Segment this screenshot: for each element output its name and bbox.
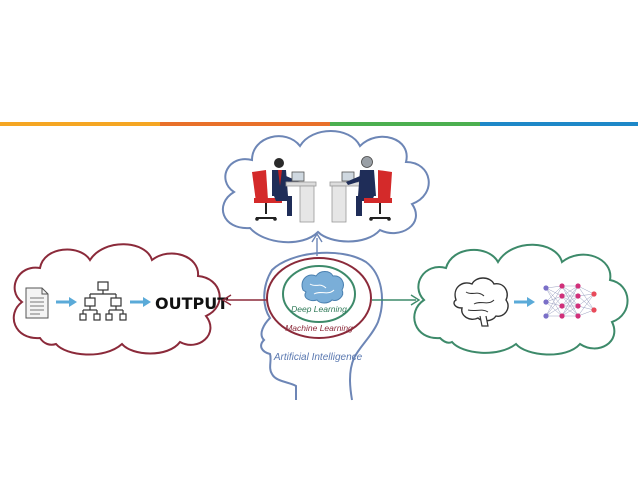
robot-at-desk-icon: [329, 156, 392, 223]
top-cloud: [222, 130, 430, 244]
deep-learning-label: Deep Learning: [291, 304, 347, 314]
neural-network-icon: [543, 283, 597, 319]
arrow-right-icon: [56, 297, 77, 307]
machine-learning-label: Machine Learning: [285, 323, 353, 333]
arrow-right-icon: [372, 294, 421, 306]
right-cloud: [413, 243, 629, 356]
head-outline: [260, 251, 383, 401]
brain-icon: [453, 277, 509, 327]
left-cloud: [12, 243, 221, 356]
machine-learning-ring: [266, 257, 372, 339]
brain-icon: [301, 271, 344, 304]
document-icon: [25, 287, 49, 319]
flowchart-icon: [79, 281, 127, 321]
artificial-intelligence-label: Artificial Intelligence: [273, 352, 363, 363]
arrow-right-icon: [514, 297, 535, 307]
deep-learning-ring: [282, 265, 356, 323]
arrow-up-icon: [311, 232, 323, 256]
top-color-bar: [0, 122, 638, 126]
arrow-left-icon: [221, 294, 268, 306]
output-label: OUTPUT: [155, 294, 228, 313]
arrow-right-icon: [130, 297, 151, 307]
person-at-desk-icon: [252, 158, 317, 223]
